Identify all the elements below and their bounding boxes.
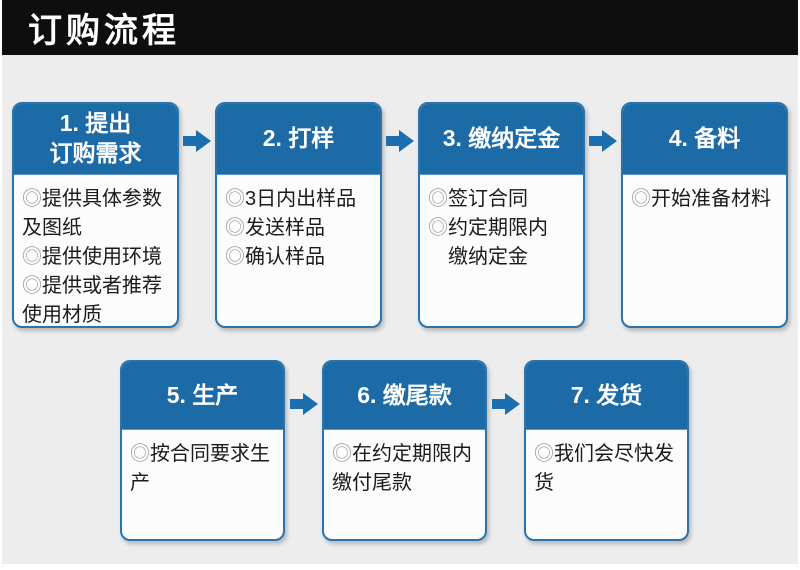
step-item-text: 提供或者推荐 使用材质 xyxy=(22,275,162,326)
arrow-right-icon xyxy=(589,130,617,152)
step-card-5: 5. 生产 ◎按合同要求生产 xyxy=(120,360,285,541)
arrow-gap xyxy=(487,360,524,415)
step-card-2: 2. 打样 ◎3日内出样品◎发送样品◎确认样品 xyxy=(215,102,382,328)
flow-row-1: 1. 提出 订购需求 ◎提供具体参数 及图纸◎提供使用环境◎提供或者推荐 使用材… xyxy=(2,55,798,328)
step-header: 4. 备料 xyxy=(623,104,786,175)
step-item: ◎在约定期限内 缴付尾款 xyxy=(332,440,478,498)
arrow-gap xyxy=(585,102,621,152)
flow-row-2: 5. 生产 ◎按合同要求生产 6. 缴尾款 ◎在约定期限内 缴付尾款 7. 发货 xyxy=(2,360,798,541)
step-body: ◎我们会尽快发货 xyxy=(526,430,687,539)
step-body: ◎在约定期限内 缴付尾款 xyxy=(324,430,485,539)
step-item: ◎发送样品 xyxy=(225,214,373,243)
step-item-text: 按合同要求生产 xyxy=(130,443,270,494)
step-item: ◎3日内出样品 xyxy=(225,185,373,214)
bullet-icon: ◎ xyxy=(225,246,245,268)
step-item: ◎确认样品 xyxy=(225,243,373,272)
bullet-icon: ◎ xyxy=(22,275,42,297)
arrow-right-icon xyxy=(386,130,414,152)
step-header: 5. 生产 xyxy=(122,362,283,430)
step-item-text: 签订合同 xyxy=(448,188,528,210)
step-items: ◎提供具体参数 及图纸◎提供使用环境◎提供或者推荐 使用材质 xyxy=(22,185,170,326)
step-item: ◎提供或者推荐 使用材质 xyxy=(22,272,170,326)
flow-canvas: 1. 提出 订购需求 ◎提供具体参数 及图纸◎提供使用环境◎提供或者推荐 使用材… xyxy=(2,55,798,564)
step-items: ◎签订合同◎约定期限内 缴纳定金 xyxy=(428,185,576,272)
bullet-icon: ◎ xyxy=(428,188,448,210)
bullet-icon: ◎ xyxy=(225,188,245,210)
step-card-6: 6. 缴尾款 ◎在约定期限内 缴付尾款 xyxy=(322,360,487,541)
step-card-1: 1. 提出 订购需求 ◎提供具体参数 及图纸◎提供使用环境◎提供或者推荐 使用材… xyxy=(12,102,179,328)
arrow-gap xyxy=(179,102,215,152)
step-items: ◎开始准备材料 xyxy=(631,185,779,214)
step-body: ◎提供具体参数 及图纸◎提供使用环境◎提供或者推荐 使用材质 xyxy=(14,175,177,326)
step-items: ◎按合同要求生产 xyxy=(130,440,276,498)
step-item-text: 确认样品 xyxy=(245,246,325,268)
step-item: ◎约定期限内 缴纳定金 xyxy=(428,214,576,272)
arrow-right-icon xyxy=(183,130,211,152)
step-item: ◎开始准备材料 xyxy=(631,185,779,214)
bullet-icon: ◎ xyxy=(22,246,42,268)
step-item-text: 我们会尽快发货 xyxy=(534,443,674,494)
step-item-text: 提供使用环境 xyxy=(42,246,162,268)
title-bar: 订购流程 xyxy=(2,0,798,55)
step-item: ◎提供使用环境 xyxy=(22,243,170,272)
step-header: 1. 提出 订购需求 xyxy=(14,104,177,175)
step-item-text: 开始准备材料 xyxy=(651,188,771,210)
step-item-text: 在约定期限内 缴付尾款 xyxy=(332,443,472,494)
step-body: ◎签订合同◎约定期限内 缴纳定金 xyxy=(420,175,583,326)
bullet-icon: ◎ xyxy=(225,217,245,239)
step-item: ◎提供具体参数 及图纸 xyxy=(22,185,170,243)
arrow-gap xyxy=(382,102,418,152)
step-header: 2. 打样 xyxy=(217,104,380,175)
step-items: ◎我们会尽快发货 xyxy=(534,440,680,498)
step-item-text: 3日内出样品 xyxy=(245,188,357,210)
step-body: ◎按合同要求生产 xyxy=(122,430,283,539)
arrow-gap xyxy=(285,360,322,415)
step-header: 3. 缴纳定金 xyxy=(420,104,583,175)
arrow-right-icon xyxy=(491,393,520,415)
arrow-right-icon xyxy=(289,393,318,415)
step-header: 7. 发货 xyxy=(526,362,687,430)
step-item-text: 约定期限内 缴纳定金 xyxy=(447,217,548,268)
step-header: 6. 缴尾款 xyxy=(324,362,485,430)
step-body: ◎3日内出样品◎发送样品◎确认样品 xyxy=(217,175,380,326)
bullet-icon: ◎ xyxy=(22,188,42,210)
step-card-3: 3. 缴纳定金 ◎签订合同◎约定期限内 缴纳定金 xyxy=(418,102,585,328)
step-items: ◎在约定期限内 缴付尾款 xyxy=(332,440,478,498)
bullet-icon: ◎ xyxy=(332,443,352,465)
step-item: ◎我们会尽快发货 xyxy=(534,440,680,498)
bullet-icon: ◎ xyxy=(534,443,554,465)
step-card-7: 7. 发货 ◎我们会尽快发货 xyxy=(524,360,689,541)
bullet-icon: ◎ xyxy=(631,188,651,210)
page-title: 订购流程 xyxy=(28,12,180,50)
step-item: ◎签订合同 xyxy=(428,185,576,214)
bullet-icon: ◎ xyxy=(428,217,448,239)
step-item-text: 提供具体参数 及图纸 xyxy=(22,188,162,239)
step-body: ◎开始准备材料 xyxy=(623,175,786,326)
bullet-icon: ◎ xyxy=(130,443,150,465)
step-item: ◎按合同要求生产 xyxy=(130,440,276,498)
step-card-4: 4. 备料 ◎开始准备材料 xyxy=(621,102,788,328)
step-items: ◎3日内出样品◎发送样品◎确认样品 xyxy=(225,185,373,272)
step-item-text: 发送样品 xyxy=(245,217,325,239)
